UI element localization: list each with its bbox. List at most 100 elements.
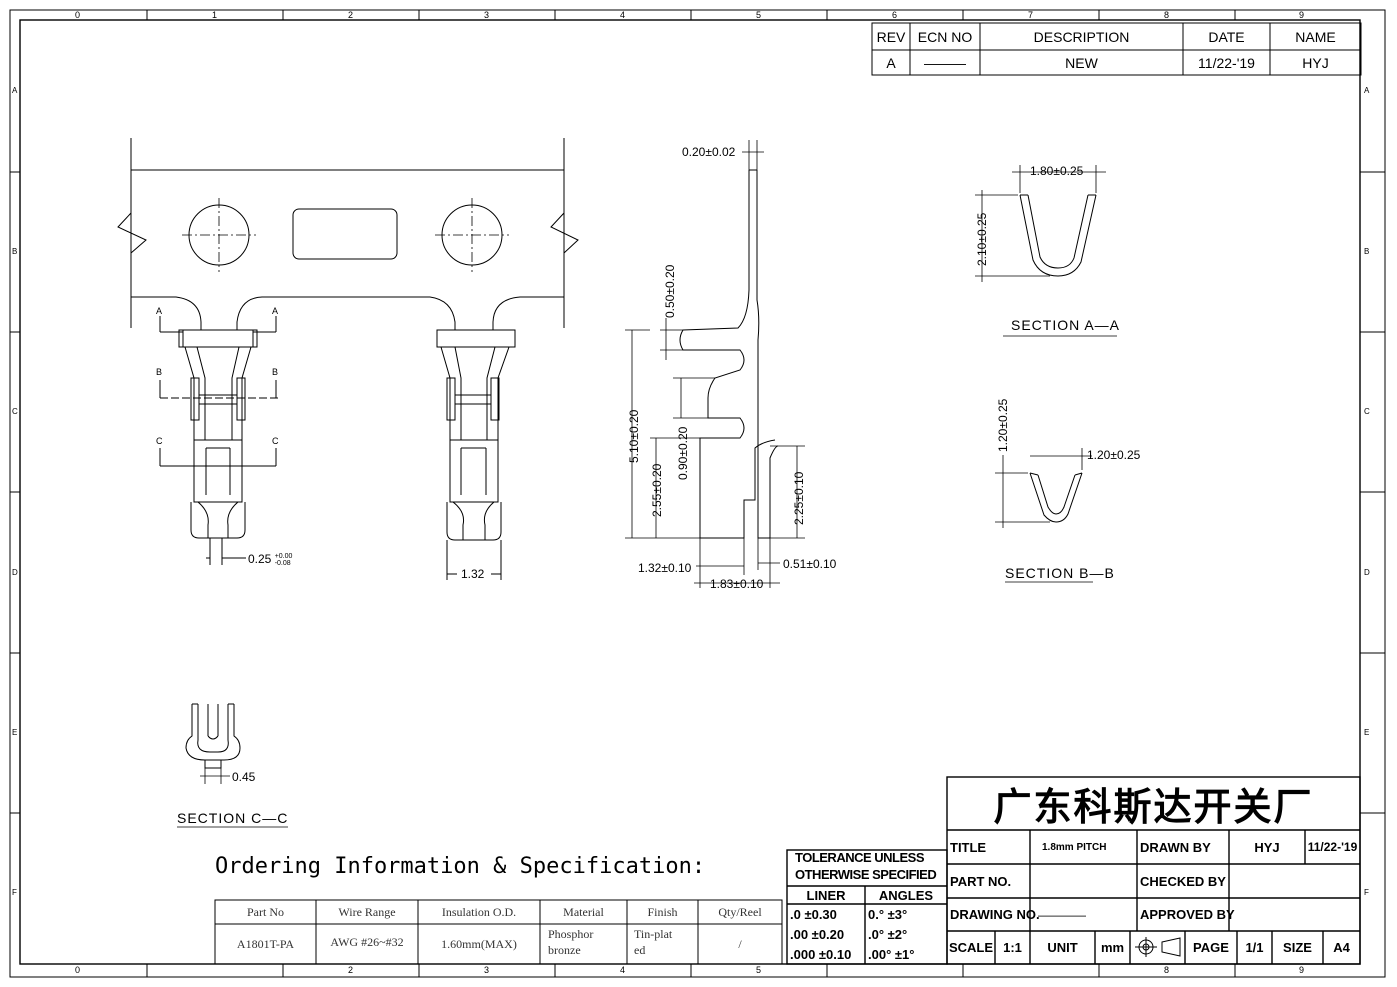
dim-510: 5.10±0.20: [627, 409, 641, 463]
ordering-header-material: Material: [563, 904, 604, 919]
tolerance-liner-header: LINER: [806, 887, 846, 903]
zone-col-5-bottom: 5: [756, 965, 762, 975]
size-label: SIZE: [1283, 940, 1312, 955]
tolerance-liner-2: .00 ±0.20: [790, 926, 845, 942]
page-label: PAGE: [1193, 940, 1229, 955]
ordering-header-qty: Qty/Reel: [718, 904, 762, 919]
projection-symbol-icon: [1135, 937, 1181, 957]
dim-cc-width: 0.45: [232, 770, 256, 784]
ordering-finish: Tin-plated: [634, 927, 673, 957]
scale-value: 1:1: [1003, 940, 1022, 955]
terminal-side-view: [625, 140, 805, 588]
tolerance-liner-1: .0 ±0.30: [790, 906, 837, 922]
drawn-by-label: DRAWN BY: [1140, 839, 1211, 855]
dim-thickness: 0.20±0.02: [682, 145, 736, 159]
section-aa-drawing: [975, 165, 1117, 337]
zone-col-3-top: 3: [484, 10, 490, 20]
rev-value: A: [886, 54, 896, 71]
description-header: DESCRIPTION: [1033, 28, 1130, 45]
tolerance-liner-3: .000 ±0.10: [790, 946, 852, 962]
ordering-header-finish: Finish: [647, 904, 678, 919]
dim-bb-height: 1.20±0.25: [996, 398, 1010, 452]
ordering-material: Phosphor bronze: [548, 927, 594, 957]
mark-a-right: A: [272, 306, 279, 316]
tolerance-title-1: TOLERANCE UNLESS: [795, 850, 925, 865]
ordering-qty: /: [738, 936, 742, 951]
dim-aa-width: 1.80±0.25: [1030, 164, 1084, 178]
title-label: TITLE: [950, 839, 987, 855]
ordering-title: Ordering Information & Specification:: [215, 854, 706, 879]
ecn-value: ———: [924, 54, 966, 71]
drawn-date: 11/22-'19: [1307, 840, 1358, 854]
section-cc-label: SECTION C—C: [177, 810, 289, 826]
zone-col-6-top: 6: [892, 10, 898, 20]
zone-col-1-top: 1: [212, 10, 218, 20]
dim-width-132: 1.32: [461, 567, 485, 581]
size-value: A4: [1333, 940, 1350, 955]
drawing-no-label: DRAWING NO.: [950, 907, 1040, 922]
title-block-grid: [946, 776, 1361, 965]
tolerance-angles-header: ANGLES: [878, 887, 934, 903]
zone-row-b-left: B: [12, 247, 18, 256]
company-name: 广东科斯达开关厂: [993, 785, 1314, 829]
unit-label: UNIT: [1047, 940, 1078, 955]
revision-table-grid: [871, 22, 1362, 76]
ecn-header: ECN NO: [917, 28, 973, 45]
ordering-insulation: 1.60mm(MAX): [441, 936, 517, 951]
scale-label: SCALE: [948, 940, 994, 955]
zone-row-b-right: B: [1364, 247, 1370, 256]
zone-row-d-right: D: [1364, 568, 1370, 577]
section-aa-label: SECTION A—A: [1011, 317, 1121, 333]
dim-132b: 1.32±0.10: [638, 561, 692, 575]
tolerance-angle-2: .0° ±2°: [868, 926, 908, 942]
ordering-header-insulation: Insulation O.D.: [441, 904, 517, 919]
tolerance-angle-3: .00° ±1°: [868, 946, 915, 962]
date-value: 11/22-'19: [1198, 54, 1255, 71]
zone-row-a-right: A: [1364, 86, 1370, 95]
dim-pin-width: 0.25 +0.00 -0.08: [248, 552, 293, 567]
rev-header: REV: [876, 28, 906, 45]
zone-col-4-bottom: 4: [620, 965, 626, 975]
page-value: 1/1: [1245, 940, 1264, 955]
ordering-header-part-no: Part No: [247, 904, 284, 919]
zone-row-f-left: F: [12, 888, 17, 897]
tolerance-angle-1: 0.° ±3°: [868, 906, 908, 922]
zone-col-0-top: 0: [75, 10, 81, 20]
ordering-header-wire-range: Wire Range: [338, 904, 396, 919]
checked-by-label: CHECKED BY: [1140, 873, 1226, 889]
zone-col-2-top: 2: [348, 10, 354, 20]
description-value: NEW: [1065, 54, 1098, 71]
zone-col-8-bottom: 8: [1164, 965, 1170, 975]
zone-row-c-left: C: [12, 407, 18, 416]
zone-col-0-bottom: 0: [75, 965, 81, 975]
mark-c-left: C: [156, 436, 163, 446]
zone-row-c-right: C: [1364, 407, 1370, 416]
zone-row-e-right: E: [1364, 728, 1370, 737]
section-bb-drawing: [995, 448, 1093, 583]
zone-col-7-top: 7: [1028, 10, 1034, 20]
part-no-label: PART NO.: [950, 873, 1012, 889]
title-value: 1.8mm PITCH: [1042, 841, 1107, 853]
dim-051: 0.51±0.10: [783, 557, 837, 571]
mark-a-left: A: [156, 306, 163, 316]
zone-row-f-right: F: [1364, 888, 1369, 897]
drawn-by-value: HYJ: [1254, 839, 1280, 855]
zone-row-a-left: A: [12, 86, 18, 95]
dim-aa-height: 2.10±0.25: [975, 212, 989, 266]
name-value: HYJ: [1302, 54, 1329, 71]
zone-row-e-left: E: [12, 728, 18, 737]
dim-255: 2.55±0.20: [650, 463, 664, 517]
zone-col-9-bottom: 9: [1299, 965, 1305, 975]
zone-col-4-top: 4: [620, 10, 626, 20]
mark-b-right: B: [272, 367, 279, 377]
dim-bb-width: 1.20±0.25: [1087, 448, 1141, 462]
zone-col-5-top: 5: [756, 10, 762, 20]
dim-050: 0.50±0.20: [663, 264, 677, 318]
zone-col-3-bottom: 3: [484, 965, 490, 975]
ordering-wire-range: AWG #26~#32: [330, 934, 404, 949]
mark-c-right: C: [272, 436, 279, 446]
approved-by-label: APPROVED BY: [1140, 907, 1235, 922]
zone-col-9-top: 9: [1299, 10, 1305, 20]
zone-col-8-top: 8: [1164, 10, 1170, 20]
